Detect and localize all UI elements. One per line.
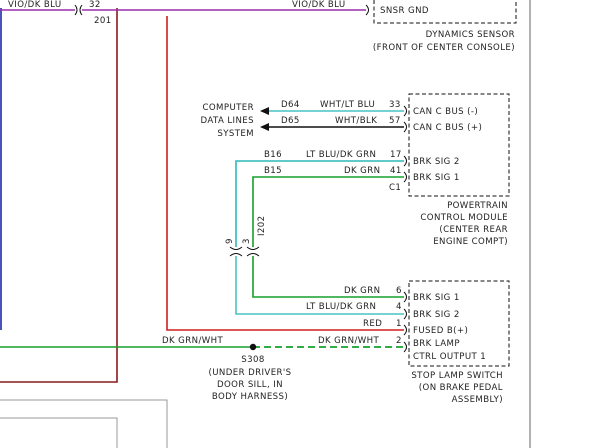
pcm-name-line-4: ENGINE COMPT): [433, 237, 508, 247]
stop-switch-pin-connectors: [403, 291, 407, 353]
red-wire-color-label: RED: [363, 319, 382, 329]
b15-color-label: DK GRN: [344, 166, 380, 176]
violet-wire-color-label-right: VIO/DK BLU: [292, 0, 346, 10]
pcm-box: [408, 93, 510, 197]
lower-frame-outline-inner: [0, 417, 118, 448]
d65-circuit-label: D65: [281, 116, 300, 126]
stop-switch-name-line-2: (ON BRAKE PEDAL: [419, 383, 503, 393]
switch-pin-fused-b: FUSED B(+): [413, 326, 468, 336]
i202-connector-right: [246, 246, 260, 257]
pin-32-connector-symbol: [74, 4, 83, 16]
maroon-harness-line: [0, 8, 118, 383]
stop-switch-name-line-1: STOP LAMP SWITCH: [411, 371, 503, 381]
top-wire-pin-label: 32: [89, 0, 101, 10]
ltblu-wire-pin-label: 4: [396, 302, 402, 312]
b15-pin-label: 41: [390, 166, 402, 176]
wire-b15-upper: [252, 176, 404, 247]
pcm-pin-brk-sig-1: BRK SIG 1: [413, 173, 460, 183]
wire-b16-upper: [235, 160, 404, 247]
b16-pin-label: 17: [390, 150, 402, 160]
data-line-arrow-d65: [260, 123, 269, 131]
stop-switch-name-line-3: ASSEMBLY): [452, 395, 503, 405]
pcm-name-line-2: CONTROL MODULE: [420, 213, 508, 223]
splice-s308-dot: [249, 343, 257, 351]
switch-pin-brk-sig-2: BRK SIG 2: [413, 310, 460, 320]
splice-s308-line-3: BODY HARNESS): [212, 392, 288, 402]
pcm-pin-can-c-bus-pos: CAN C BUS (+): [413, 123, 482, 133]
switch-pin-ctrl-output: CTRL OUTPUT 1: [413, 352, 486, 362]
data-lines-label-2: DATA LINES: [200, 116, 254, 126]
violet-wire-color-label: VIO/DK BLU: [8, 0, 62, 10]
pcm-pin-brk-sig-2: BRK SIG 2: [413, 157, 460, 167]
switch-pin-brk-lamp: BRK LAMP: [413, 339, 460, 349]
data-lines-label-3: SYSTEM: [217, 129, 254, 139]
d65-color-label: WHT/BLK: [335, 116, 377, 126]
pcm-name-line-1: POWERTRAIN: [447, 201, 508, 211]
sensor-pin-connector-symbol: [365, 4, 369, 16]
b15-circuit-label: B15: [264, 166, 282, 176]
dynamics-sensor-name: DYNAMICS SENSOR: [426, 30, 515, 40]
pcm-pin-connectors: [403, 105, 407, 183]
dkgrnwht-right-color-label: DK GRN/WHT: [318, 336, 379, 346]
d64-circuit-label: D64: [281, 100, 300, 110]
splice-s308-id: S308: [241, 355, 264, 365]
d64-color-label: WHT/LT BLU: [320, 100, 375, 110]
lower-frame-outline: [0, 399, 168, 448]
top-wire-splice-label: 201: [94, 16, 112, 26]
i202-right-pin: 3: [242, 238, 252, 244]
dynamics-sensor-box: [373, 0, 517, 24]
red-wire-pin-label: 1: [396, 319, 402, 329]
d65-pin-label: 57: [389, 116, 401, 126]
sensor-pin-label: SNSR GND: [380, 6, 429, 16]
i202-left-pin: 9: [225, 238, 235, 244]
b16-color-label: LT BLU/DK GRN: [306, 150, 376, 160]
splice-s308-line-2: DOOR SILL, IN: [217, 380, 283, 390]
dkgrn-wire-pin-label: 6: [396, 286, 402, 296]
dynamics-sensor-location: (FRONT OF CENTER CONSOLE): [373, 43, 515, 53]
wire-b16-lower: [235, 256, 404, 315]
switch-pin-brk-sig-1: BRK SIG 1: [413, 293, 460, 303]
ltblu-wire-color-label: LT BLU/DK GRN: [306, 302, 376, 312]
pcm-name-line-3: (CENTER REAR: [439, 225, 508, 235]
d64-pin-label: 33: [389, 100, 401, 110]
data-line-arrow-d64: [260, 107, 269, 115]
wire-b15-lower: [252, 256, 404, 298]
b16-circuit-label: B16: [264, 150, 282, 160]
splice-s308-line-1: (UNDER DRIVER'S: [208, 368, 291, 378]
dkgrn-wire-color-label: DK GRN: [344, 286, 380, 296]
i202-connector-name: I202: [257, 215, 267, 236]
data-lines-label-1: COMPUTER: [202, 103, 254, 113]
dkgrnwht-pin-label: 2: [396, 336, 402, 346]
pcm-connector-c1: C1: [389, 183, 401, 193]
dkgrnwht-left-color-label: DK GRN/WHT: [162, 336, 223, 346]
i202-connector-left: [229, 246, 243, 257]
pcm-pin-can-c-bus-neg: CAN C BUS (-): [413, 107, 478, 117]
red-fused-wire: [166, 16, 404, 331]
stop-lamp-switch-box: [408, 280, 510, 367]
